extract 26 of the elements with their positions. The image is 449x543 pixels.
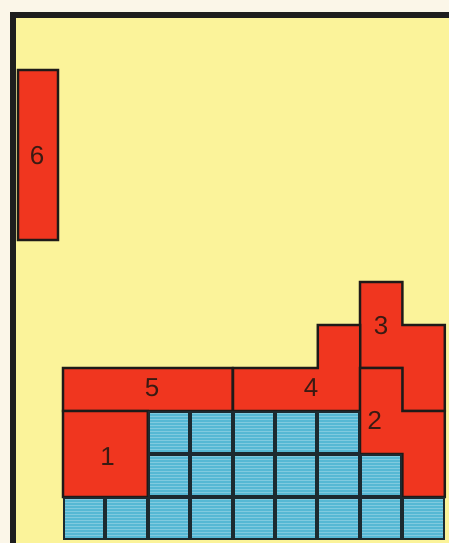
stacked-block bbox=[190, 497, 233, 540]
stacked-block bbox=[360, 497, 402, 540]
stacked-block bbox=[317, 497, 360, 540]
stacked-block bbox=[190, 411, 233, 454]
stacked-block bbox=[148, 454, 190, 497]
stacked-block bbox=[317, 411, 360, 454]
stacked-block bbox=[275, 411, 318, 454]
stacked-block bbox=[148, 411, 190, 454]
stacked-block bbox=[317, 454, 360, 497]
stacked-block bbox=[190, 454, 233, 497]
piece-number: 3 bbox=[374, 312, 388, 338]
stacked-block bbox=[232, 454, 275, 497]
stacked-block bbox=[402, 497, 445, 540]
piece-number: 6 bbox=[30, 142, 44, 168]
piece-number: 5 bbox=[144, 374, 160, 400]
stacked-block bbox=[275, 497, 318, 540]
stacked-block bbox=[360, 454, 402, 497]
stacked-block bbox=[232, 497, 275, 540]
piece-number: 2 bbox=[367, 406, 382, 433]
piece-number: 1 bbox=[100, 443, 115, 470]
stacked-block bbox=[148, 497, 190, 540]
stacked-block bbox=[63, 497, 106, 540]
stacked-block bbox=[232, 411, 275, 454]
stacked-block bbox=[105, 497, 148, 540]
piece-number: 4 bbox=[304, 374, 318, 400]
stacked-block bbox=[275, 454, 318, 497]
